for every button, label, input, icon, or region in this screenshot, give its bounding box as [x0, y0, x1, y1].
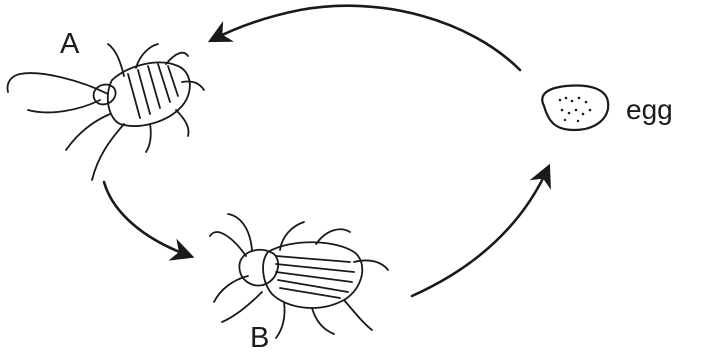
label-stage-b: B: [250, 324, 269, 353]
label-stage-a: A: [60, 30, 79, 59]
egg-icon: [542, 86, 608, 130]
arrow-b-to-egg: [412, 168, 548, 296]
arrow-egg-to-a: [212, 6, 520, 70]
label-egg: egg: [626, 96, 673, 124]
adult-icon: [210, 214, 388, 338]
arrow-a-to-b: [104, 182, 190, 256]
nymph-icon: [8, 44, 205, 180]
